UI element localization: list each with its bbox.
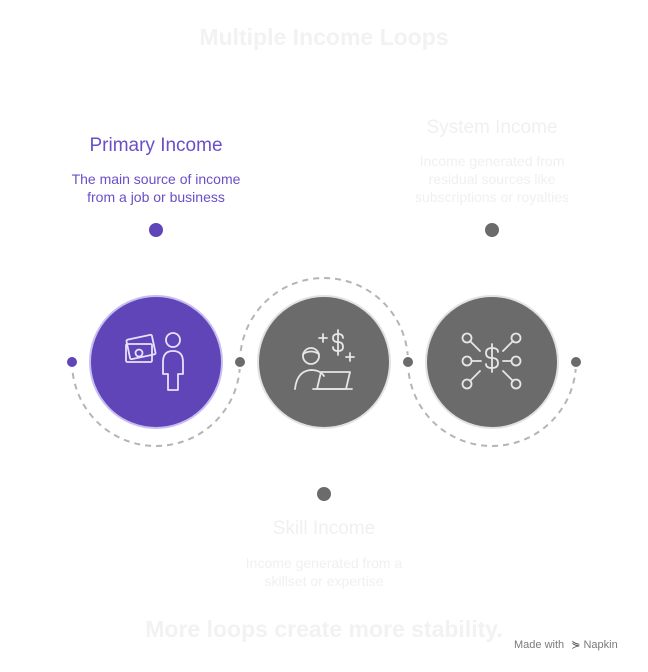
primary-anchor-dot	[147, 221, 165, 239]
system-income-label: System Income	[426, 117, 558, 138]
system-desc-line: subscriptions or royalties	[414, 189, 570, 205]
loop-arc-skill	[239, 277, 409, 363]
primary-desc-line: from a job or business	[87, 189, 225, 205]
primary-income-circle	[89, 295, 223, 429]
axis-dot-2	[401, 355, 415, 369]
primary-desc-line: The main source of income	[71, 171, 241, 187]
napkin-logo-icon: ⋟	[571, 639, 581, 651]
person-laptop-dollar-icon	[294, 329, 355, 390]
footer-tagline: More loops create more stability.	[145, 616, 503, 642]
system-desc-line: Income generated from	[419, 153, 565, 169]
primary-income-description: The main source of income from a job or …	[36, 170, 276, 206]
system-income-description: Income generated from residual sources l…	[392, 152, 592, 206]
brand-name: Napkin	[583, 639, 618, 651]
napkin-watermark[interactable]: Made with ⋟ Napkin	[514, 638, 618, 651]
skill-income-circle	[257, 295, 391, 429]
money-person-icon	[125, 332, 184, 391]
dollar-network-icon	[461, 332, 522, 390]
skill-anchor-dot	[315, 485, 333, 503]
skill-income-label: Skill Income	[272, 518, 376, 539]
system-desc-line: residual sources like	[428, 171, 556, 187]
axis-dot-right	[569, 355, 583, 369]
skill-desc-line: skillset or expertise	[264, 573, 384, 589]
system-anchor-dot	[483, 221, 501, 239]
primary-income-label: Primary Income	[89, 135, 223, 156]
skill-desc-line: Income generated from a	[245, 555, 403, 571]
axis-dot-1	[233, 355, 247, 369]
made-with-text: Made with	[514, 639, 565, 651]
skill-income-description: Income generated from a skillset or expe…	[224, 554, 424, 590]
loop-arc-primary	[71, 361, 241, 447]
diagram-title: Multiple Income Loops	[199, 24, 449, 50]
loop-arc-system	[407, 361, 577, 447]
axis-dot-left	[65, 355, 79, 369]
